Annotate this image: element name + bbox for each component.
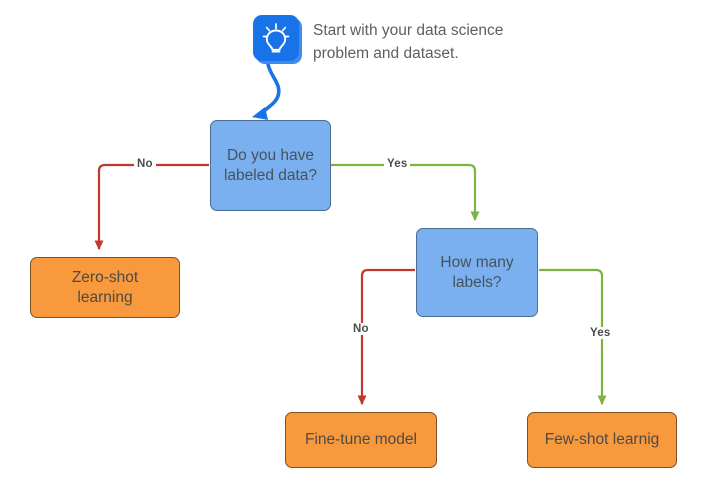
node-label: Few-shot learnig [544, 431, 660, 449]
node-do-you-have-labeled-data[interactable]: Do you have labeled data? [210, 120, 331, 211]
node-label: Zero-shot learning [71, 268, 139, 306]
edge-q2-fewshot [539, 268, 607, 406]
edge-q1-q2 [331, 163, 480, 222]
edge-label-q2-no: No [350, 323, 372, 335]
node-zero-shot-learning[interactable]: Zero-shot learning [30, 257, 180, 318]
edge-q1-zeroshot [94, 163, 209, 251]
node-few-shot-learning[interactable]: Few-shot learnig [527, 412, 677, 468]
node-fine-tune-model[interactable]: Fine-tune model [285, 412, 437, 468]
edge-label-q2-yes: Yes [587, 327, 614, 339]
edge-label-q1-yes: Yes [384, 158, 411, 170]
start-curved-arrow [252, 62, 281, 120]
start-caption: Start with your data science problem and… [313, 22, 504, 62]
node-label: Do you have labeled data? [223, 146, 318, 184]
edge-label-q1-no: No [134, 158, 156, 170]
lightbulb-icon [253, 15, 299, 61]
edge-q2-finetune [357, 268, 415, 406]
node-label: How many labels? [440, 253, 514, 291]
node-how-many-labels[interactable]: How many labels? [416, 228, 538, 317]
node-label: Fine-tune model [304, 431, 417, 449]
